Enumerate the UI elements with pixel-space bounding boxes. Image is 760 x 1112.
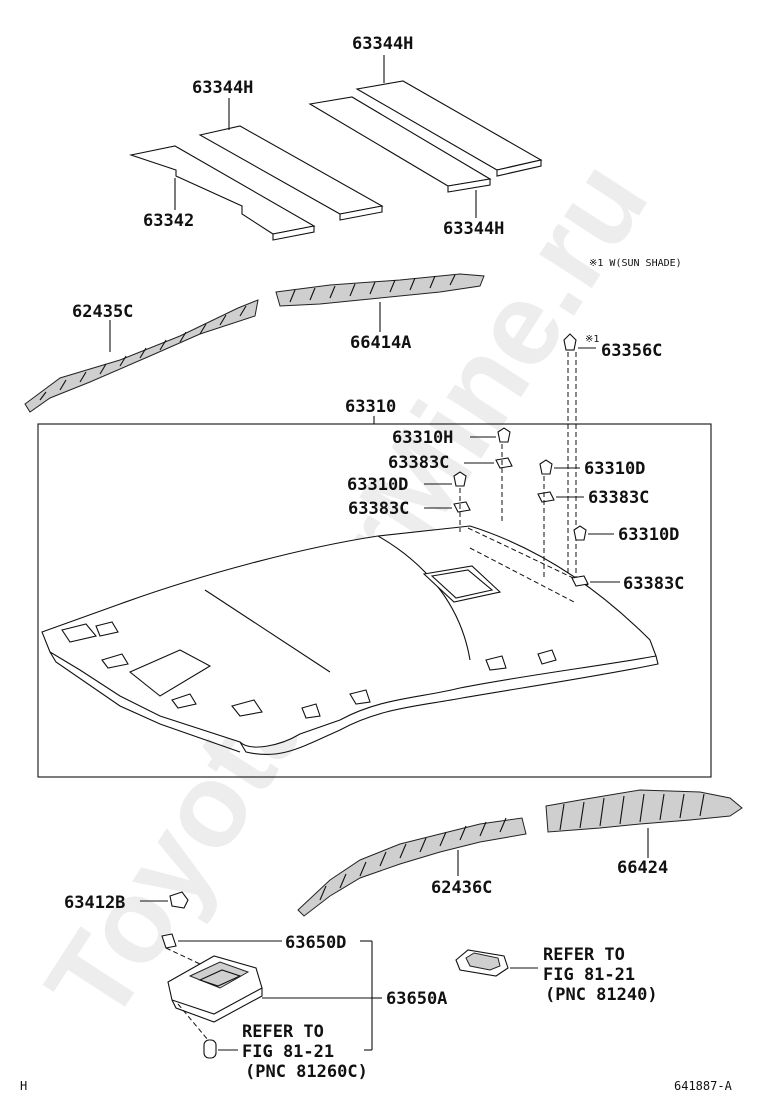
clip-63412b <box>169 891 189 909</box>
pad-63342 <box>128 145 316 241</box>
trim-62435c <box>24 299 259 413</box>
label-63344h-mid: 63344H <box>192 78 253 98</box>
label-63310d-1: 63310D <box>347 475 408 495</box>
label-66414a: 66414A <box>350 333 411 353</box>
label-63383c-1: 63383C <box>388 453 449 473</box>
label-63383c-2: 63383C <box>348 499 409 519</box>
note-sunshade: ※1 W(SUN SHADE) <box>589 258 682 269</box>
spacer-63383c-3 <box>537 491 555 503</box>
label-63383c-4: 63383C <box>623 574 684 594</box>
refer1-line1: REFER TO <box>543 945 625 965</box>
label-63650a: 63650A <box>386 989 447 1009</box>
clip-63356c <box>563 333 577 351</box>
label-63310: 63310 <box>345 397 396 417</box>
label-63310d-3: 63310D <box>618 525 679 545</box>
spacer-63383c-1 <box>495 457 513 469</box>
clip-63310h <box>497 427 511 443</box>
label-66424: 66424 <box>617 858 668 878</box>
label-63383c-3: 63383C <box>588 488 649 508</box>
refer1-line3: (PNC 81240) <box>545 985 658 1005</box>
label-63344h-top: 63344H <box>352 34 413 54</box>
label-63412b: 63412B <box>64 893 125 913</box>
clip-63310d-3 <box>573 525 587 541</box>
label-63342: 63342 <box>143 211 194 231</box>
spacer-63383c-2 <box>453 501 471 513</box>
label-62435c: 62435C <box>72 302 133 322</box>
headlining-frame <box>37 423 712 778</box>
pad-63344h-top <box>355 80 543 177</box>
refer2-line1: REFER TO <box>242 1022 324 1042</box>
spacer-63383c-4 <box>571 575 589 587</box>
pad-63344h-right <box>308 96 492 193</box>
refer2-line2: FIG 81-21 <box>242 1042 334 1062</box>
headlining-63310 <box>41 525 659 756</box>
figure-id: 641887-A <box>674 1079 733 1093</box>
map-lamp-81240 <box>455 949 509 977</box>
trim-62436c <box>297 817 527 917</box>
clip-63310d-1 <box>453 471 467 487</box>
label-63344h-right: 63344H <box>443 219 504 239</box>
pad-63344h-mid <box>198 125 384 221</box>
corner-code: H <box>20 1079 27 1093</box>
lamp-part-63650d <box>161 933 177 949</box>
label-63310d-2: 63310D <box>584 459 645 479</box>
label-62436c: 62436C <box>431 878 492 898</box>
label-63356c: 63356C <box>601 341 662 361</box>
trim-66414a <box>275 273 485 307</box>
clip-63310d-2 <box>539 459 553 475</box>
lamp-assy-63650a <box>165 947 263 1041</box>
bulb <box>203 1039 217 1059</box>
trim-66424 <box>545 789 743 833</box>
refer2-line3: (PNC 81260C) <box>245 1062 368 1082</box>
label-63650d: 63650D <box>285 933 346 953</box>
refer1-line2: FIG 81-21 <box>543 965 635 985</box>
label-63310h: 63310H <box>392 428 453 448</box>
note-marker: ※1 <box>585 334 599 345</box>
